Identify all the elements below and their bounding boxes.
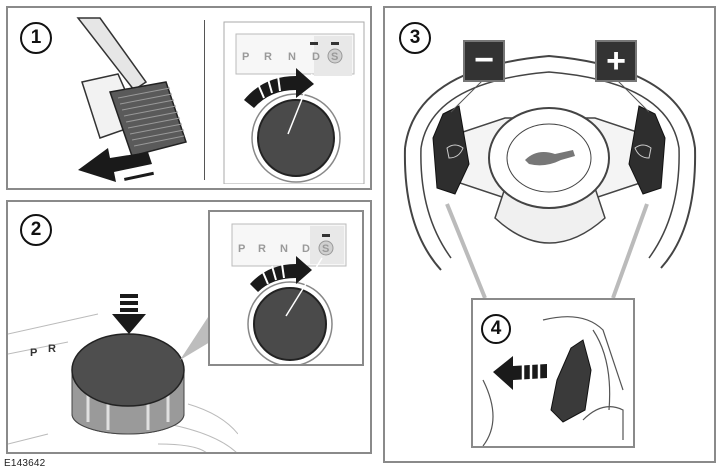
gear-r: R: [264, 51, 272, 63]
step-number-4: 4: [481, 314, 511, 344]
gear2-d: D: [302, 243, 310, 255]
console-knob-illustration: P R: [8, 294, 238, 452]
figure-code: E143642: [4, 458, 46, 469]
push-down-arrow-icon: [112, 294, 146, 334]
panel-2: 2 P R P R N D: [6, 200, 372, 454]
pedal-pad: [109, 81, 187, 157]
callout-pointer: [180, 314, 210, 360]
rotate-arrow-icon: [244, 68, 314, 108]
gear-s: S: [331, 51, 338, 63]
plus-paddle-box: +: [595, 40, 637, 82]
step-number-2: 2: [20, 214, 52, 246]
console-gear-r: R: [48, 343, 56, 355]
panel-3: 3 − +: [383, 6, 716, 463]
console-gear-p: P: [30, 347, 37, 359]
pull-arrow-icon: [493, 356, 547, 390]
minus-paddle-box: −: [463, 40, 505, 82]
gear-p: P: [242, 51, 249, 63]
gear-selector-illustration: P R N D S: [223, 21, 365, 184]
rotary-knob: [251, 73, 341, 183]
brake-pedal-illustration: [76, 17, 187, 182]
paddle-pull-illustration: [482, 316, 624, 446]
steering-wheel-illustration: [403, 54, 697, 299]
gear-d: D: [312, 51, 320, 63]
paddle-closeup: [550, 339, 592, 423]
panel-1: 1 P R N D: [6, 6, 372, 190]
plus-sign: +: [606, 42, 626, 80]
step-number-3: 3: [399, 22, 431, 54]
right-paddle: [628, 105, 666, 195]
gear-letter-row: P R N D S: [242, 42, 343, 64]
minus-sign: −: [474, 41, 494, 79]
gear2-s: S: [322, 243, 329, 255]
jaguar-emblem: [525, 150, 575, 166]
panel-1-divider: [204, 20, 205, 180]
press-arrow-icon: [78, 148, 154, 182]
gear-n: N: [288, 51, 296, 63]
rotate-arrow-icon-2: [250, 256, 312, 292]
gear2-r: R: [258, 243, 266, 255]
gear2-p: P: [238, 243, 245, 255]
gear-selector-illustration-2: P R N D S: [231, 223, 347, 364]
steering-wheel: [403, 54, 697, 271]
left-paddle: [432, 105, 470, 195]
gear2-n: N: [280, 243, 288, 255]
step-number-1: 1: [20, 22, 52, 54]
panel-4-inset: 4: [471, 298, 635, 448]
large-knob: [71, 333, 185, 435]
gear-selector-inset: P R N D S: [208, 210, 364, 366]
